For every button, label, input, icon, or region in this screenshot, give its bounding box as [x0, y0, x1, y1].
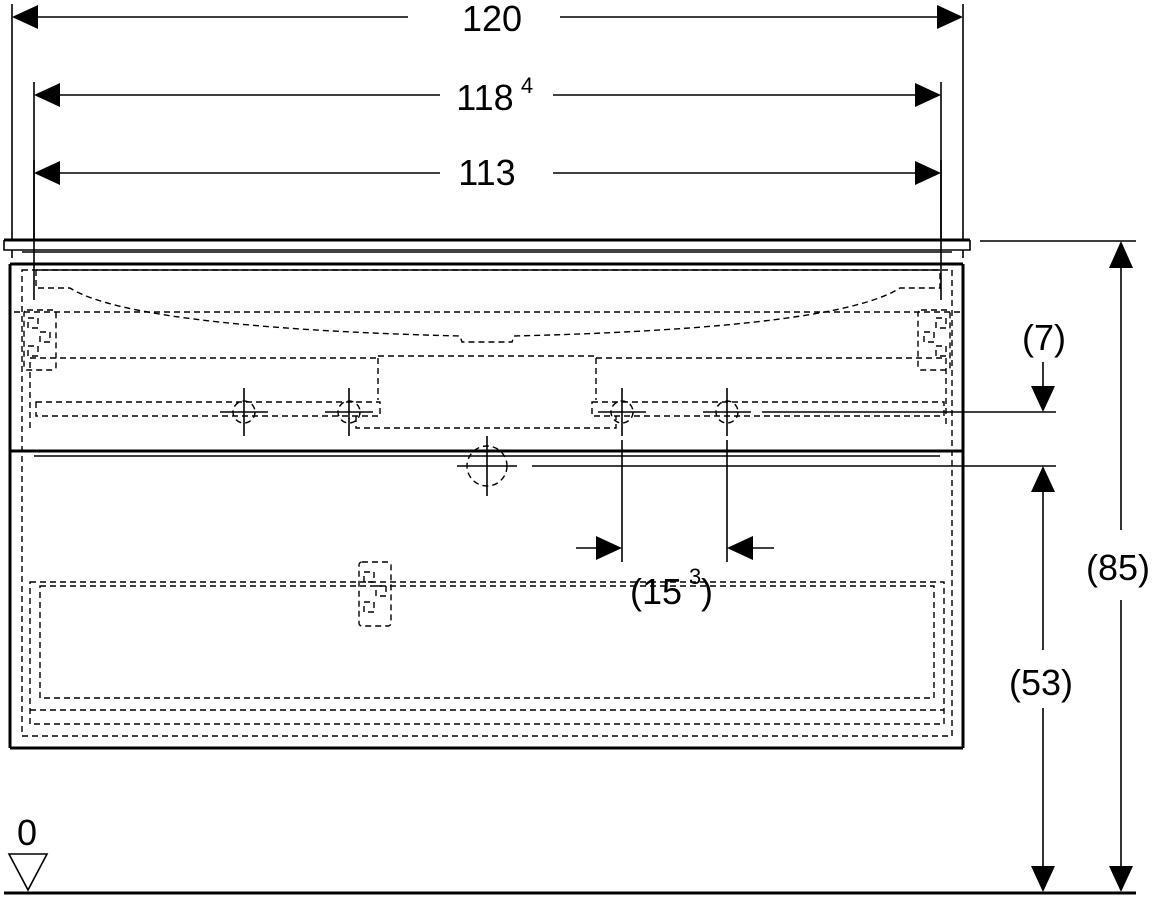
- right-bracket: [917, 309, 951, 371]
- top-drawer-outline: [30, 355, 947, 428]
- mounting-hole: [598, 388, 646, 436]
- dim-label-15-3-close: ): [701, 571, 713, 612]
- basin-top: [3, 238, 971, 343]
- arrow-left: [34, 161, 60, 185]
- arrow-right: [915, 161, 941, 185]
- dimension-hole-spacing: (15 3 ): [576, 440, 774, 612]
- arrow-left: [34, 83, 60, 107]
- lower-drawer-outline: [29, 581, 945, 725]
- arrow-left: [727, 536, 753, 560]
- level-triangle-icon: [7, 853, 49, 892]
- arrow-down: [1031, 386, 1055, 412]
- floor-level: 0: [4, 812, 1136, 895]
- dim-label-120: 120: [462, 0, 522, 39]
- dim-label-118: 118: [456, 77, 513, 118]
- dim-label-53: (53): [1009, 662, 1073, 703]
- dim-label-113: 113: [458, 152, 515, 193]
- cabinet-inner-outline: [21, 269, 953, 737]
- dimension-height-total: (85): [980, 240, 1150, 892]
- dimension-width-inner: 113: [33, 152, 942, 240]
- arrow-right: [937, 5, 963, 29]
- drain-hole: [457, 436, 517, 496]
- dim-label-118-sup: 4: [521, 73, 533, 98]
- dim-label-15-3: (15: [630, 571, 682, 612]
- arrow-up: [1109, 241, 1133, 268]
- arrow-up: [1031, 466, 1055, 492]
- floor-level-label: 0: [17, 812, 37, 853]
- dimension-depth-top: (7): [762, 317, 1066, 413]
- mounting-hole: [220, 388, 268, 436]
- arrow-down: [1109, 866, 1133, 892]
- basin-bowl-outline: [35, 270, 941, 343]
- arrow-down: [1031, 866, 1055, 892]
- arrow-right: [915, 83, 941, 107]
- arrow-left: [12, 5, 38, 29]
- mounting-hole: [703, 388, 751, 436]
- dimension-height-lower: (53): [532, 465, 1073, 892]
- mounting-hole: [325, 388, 373, 436]
- left-bracket: [23, 309, 57, 371]
- dimension-width-outer: 120: [11, 0, 964, 240]
- drawer-handle-bracket: [358, 561, 392, 627]
- arrow-right: [596, 536, 622, 560]
- dim-label-85: (85): [1086, 547, 1150, 588]
- dim-label-7: (7): [1022, 317, 1066, 358]
- cabinet-body: [8, 264, 965, 750]
- dim-label-15-3-sup: 3: [689, 564, 701, 589]
